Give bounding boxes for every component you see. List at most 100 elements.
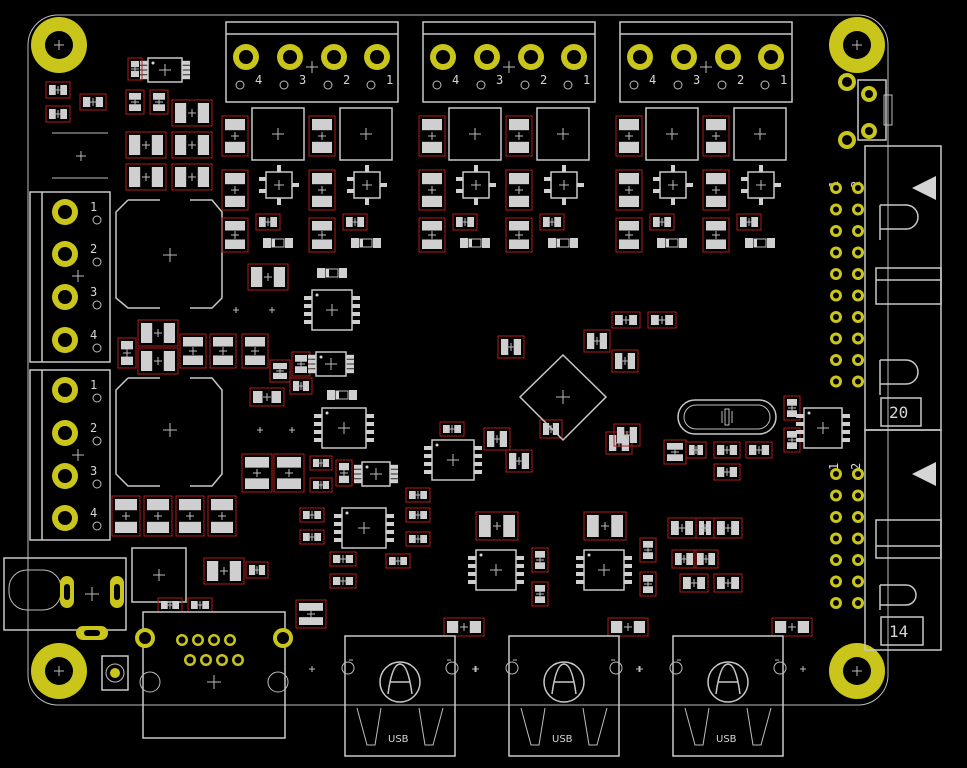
smd-passive: [308, 115, 336, 157]
smd-passive: [505, 449, 533, 473]
smd-passive: [649, 213, 675, 231]
diode: [317, 268, 347, 278]
smd-passive: [679, 573, 709, 593]
smd-passive: [179, 333, 207, 369]
header-20-pin: 20 1 2: [827, 145, 942, 431]
smd-passive: [613, 423, 641, 447]
smd-passive: [639, 537, 657, 563]
smd-passive: [539, 213, 565, 231]
smd-passive: [615, 217, 643, 253]
screw-terminal-top-2: 4 3 2 1: [422, 21, 596, 103]
terminal-pin-label: 2: [90, 421, 97, 435]
smd-passive: [405, 487, 431, 503]
header-label: 14: [889, 622, 908, 641]
terminal-pin-label: 1: [386, 73, 393, 87]
smd-passive: [443, 617, 485, 637]
usb-label: USB: [552, 734, 573, 745]
header-14-pin: 14 1 2: [827, 429, 942, 651]
smd-passive: [241, 453, 273, 493]
terminal-pin-label: 3: [90, 464, 97, 478]
smd-passive: [418, 115, 446, 157]
diode: [657, 238, 687, 248]
transistor: [741, 165, 781, 205]
smd-passive: [713, 441, 741, 459]
smd-passive: [418, 169, 446, 211]
mounting-hole-top-left: [31, 17, 87, 73]
smd-passive: [647, 311, 677, 329]
terminal-pin-label: 1: [583, 73, 590, 87]
smd-passive: [203, 557, 245, 585]
usb-label: USB: [388, 734, 409, 745]
smd-passive: [247, 263, 289, 291]
capacitor-large-2: [115, 377, 223, 487]
smd-passive: [221, 217, 249, 253]
smd-passive: [745, 441, 773, 459]
smd-passive: [713, 517, 743, 539]
smd-passive: [405, 531, 431, 547]
smd-passive: [693, 549, 719, 569]
terminal-pin-label: 3: [693, 73, 700, 87]
smd-passive: [273, 453, 305, 493]
header-pins: [830, 182, 864, 609]
power-component: [339, 107, 393, 161]
smd-passive: [149, 89, 169, 115]
smd-passive: [308, 217, 336, 253]
usb-label: USB: [716, 734, 737, 745]
smd-passive: [289, 377, 313, 395]
header-label: 20: [889, 403, 908, 422]
smd-passive: [137, 347, 179, 375]
smd-passive: [187, 597, 213, 613]
power-component: [536, 107, 590, 161]
smd-passive: [483, 427, 511, 451]
smd-passive: [249, 387, 285, 407]
terminal-pin-label: 2: [343, 73, 350, 87]
crystal-oscillator: [677, 399, 777, 435]
power-component: [733, 107, 787, 161]
smd-passive: [771, 617, 813, 637]
smd-passive: [505, 217, 533, 253]
smd-passive: [475, 511, 519, 541]
power-component: [645, 107, 699, 161]
smd-passive: [405, 507, 431, 523]
screw-terminal-left-2: 1 2 3 4: [29, 369, 111, 541]
terminal-pin-label: 1: [90, 200, 97, 214]
smd-passive: [583, 511, 627, 541]
smd-passive: [611, 311, 641, 329]
terminal-pin-label: 2: [90, 242, 97, 256]
diode: [745, 238, 775, 248]
ic-package: [304, 289, 360, 331]
smd-passive: [702, 169, 730, 211]
smd-passive: [157, 597, 183, 613]
smd-passive: [125, 89, 145, 115]
smd-passive: [255, 213, 281, 231]
smd-passive: [299, 529, 325, 545]
smd-passive: [171, 99, 213, 127]
smd-passive: [308, 169, 336, 211]
terminal-pin-label: 4: [649, 73, 656, 87]
smd-passive: [615, 169, 643, 211]
power-component: [448, 107, 502, 161]
ic-package: [576, 549, 632, 591]
smd-passive: [639, 571, 657, 597]
smd-passive: [171, 131, 213, 159]
smd-passive: [45, 105, 71, 123]
smd-passive: [671, 549, 697, 569]
smd-passive: [291, 351, 311, 377]
smd-passive: [269, 359, 291, 383]
ic-package: [308, 351, 354, 377]
diode: [263, 238, 293, 248]
smd-components: [45, 57, 850, 637]
smd-passive: [713, 463, 741, 481]
rj45-connector: [135, 611, 293, 739]
jumper-header: [838, 73, 893, 149]
smd-passive: [663, 439, 687, 465]
smd-passive: [531, 547, 549, 573]
smd-passive: [611, 349, 639, 373]
terminal-pin-label: 4: [452, 73, 459, 87]
smd-passive: [531, 581, 549, 607]
usb-ports: USB USB USB: [309, 635, 806, 757]
smd-passive: [439, 421, 465, 437]
terminal-pin-label: 1: [90, 378, 97, 392]
screw-terminal-top-1: 4 3 2 1: [225, 21, 399, 103]
